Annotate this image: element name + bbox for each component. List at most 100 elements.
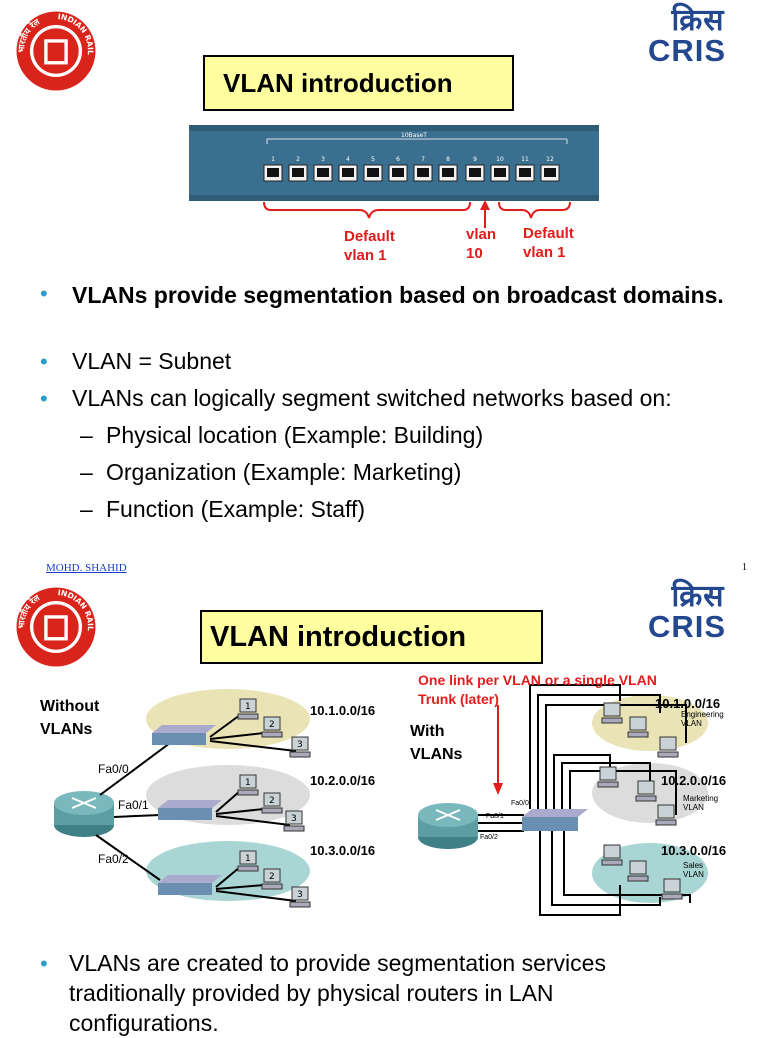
port-jack xyxy=(267,168,279,177)
sub-bullet-dash: – xyxy=(80,422,93,448)
right-iface-3: Fa0/2 xyxy=(480,834,498,841)
bullet-dot: • xyxy=(40,349,48,374)
port-label: 7 xyxy=(421,156,425,163)
slide2-title: VLAN introduction xyxy=(210,621,467,653)
author-link[interactable]: MOHD. SHAHID xyxy=(46,562,127,574)
with-label-2: VLANs xyxy=(410,746,463,763)
port-jack xyxy=(417,168,429,177)
bullet-text-1: VLANs provide segmentation based on broa… xyxy=(72,282,724,308)
pc-number: 1 xyxy=(245,778,251,788)
left-subnet-1: 10.1.0.0/16 xyxy=(310,703,376,718)
port-label: 11 xyxy=(521,156,529,163)
pc-icon: 2 xyxy=(261,792,283,814)
cris-logo: क्रिस CRIS xyxy=(648,580,748,644)
sub-bullet-3: Function (Example: Staff) xyxy=(106,496,366,522)
pc-icon: 3 xyxy=(289,736,311,758)
indian-railways-logo: भारतीय रेल INDIAN RAILWAYS xyxy=(10,2,98,98)
pc-icon xyxy=(635,780,657,802)
pc-icon xyxy=(661,878,683,900)
without-label-2: VLANs xyxy=(40,721,93,738)
cris-english: CRIS xyxy=(648,33,727,68)
pc-number: 3 xyxy=(297,890,303,900)
pc-icon: 3 xyxy=(283,810,305,832)
port-jack xyxy=(292,168,304,177)
pc-icon xyxy=(655,804,677,826)
port-label: 9 xyxy=(473,156,477,163)
port-label: 1 xyxy=(271,156,275,163)
with-label-1: With xyxy=(410,723,445,740)
port-label: 4 xyxy=(346,156,350,163)
indian-railways-logo: भारतीय रेल INDIAN RAILWAYS xyxy=(10,578,98,674)
left-iface-3: Fa0/2 xyxy=(98,852,129,866)
slide2-bullet-text: VLANs are created to provide segmentatio… xyxy=(69,950,606,1036)
right-subnet-2: 10.2.0.0/16 xyxy=(661,773,727,788)
port-label: 2 xyxy=(296,156,300,163)
pc-icon xyxy=(601,702,623,724)
switch-header: 10BaseT xyxy=(401,132,427,139)
bullet-dot: • xyxy=(40,281,48,306)
bullet-text-3: VLANs can logically segment switched net… xyxy=(72,385,672,411)
router-icon xyxy=(418,803,478,849)
bullet-dot: • xyxy=(40,951,48,976)
port-jack xyxy=(342,168,354,177)
right-subnet-1: 10.1.0.0/16 xyxy=(655,696,721,711)
pc-number: 3 xyxy=(297,740,303,750)
pc-number: 2 xyxy=(269,720,275,730)
annotation-default-left: Default vlan 1 xyxy=(344,228,395,264)
switch-icon xyxy=(158,800,222,820)
switch-icon xyxy=(152,725,216,745)
port-label: 12 xyxy=(546,156,554,163)
pc-icon: 1 xyxy=(237,774,259,796)
bullet-text-2: VLAN = Subnet xyxy=(72,348,232,374)
left-subnet-3: 10.3.0.0/16 xyxy=(310,843,376,858)
port-label: 6 xyxy=(396,156,400,163)
cris-english: CRIS xyxy=(648,609,727,644)
sub-bullet-1: Physical location (Example: Building) xyxy=(106,422,484,448)
slide2-title-box: VLAN introduction xyxy=(200,610,543,664)
cris-hindi: क्रिस xyxy=(671,580,725,613)
slide1-title-box: VLAN introduction xyxy=(203,55,514,111)
pc-icon: 3 xyxy=(289,886,311,908)
port-label: 5 xyxy=(371,156,375,163)
annotation-braces xyxy=(189,200,599,230)
pc-icon xyxy=(627,716,649,738)
switch-icon xyxy=(158,875,222,895)
annotation-default-right: Default vlan 1 xyxy=(523,225,574,261)
page-number: 1 xyxy=(742,562,747,573)
pc-icon: 2 xyxy=(261,868,283,890)
port-label: 3 xyxy=(321,156,325,163)
right-subnet-3: 10.3.0.0/16 xyxy=(661,843,727,858)
port-jack xyxy=(469,168,481,177)
port-jack xyxy=(442,168,454,177)
slide1-title: VLAN introduction xyxy=(223,68,453,98)
pc-number: 2 xyxy=(269,872,275,882)
router-icon xyxy=(54,791,114,837)
pc-number: 1 xyxy=(245,702,251,712)
without-label-1: Without xyxy=(40,698,100,715)
left-subnet-2: 10.2.0.0/16 xyxy=(310,773,376,788)
pc-icon xyxy=(657,736,679,758)
left-iface-2: Fa0/1 xyxy=(118,798,149,812)
cris-hindi: क्रिस xyxy=(671,4,725,37)
port-jack xyxy=(317,168,329,177)
port-jack xyxy=(392,168,404,177)
sub-bullet-dash: – xyxy=(80,496,93,522)
port-jack xyxy=(544,168,556,177)
sub-bullet-2: Organization (Example: Marketing) xyxy=(106,459,462,485)
port-jack xyxy=(494,168,506,177)
bullet-dot: • xyxy=(40,386,48,411)
right-iface-2: Fa0/1 xyxy=(486,813,504,820)
right-iface-1: Fa0/0 xyxy=(511,800,529,807)
port-jack xyxy=(519,168,531,177)
pc-icon: 2 xyxy=(261,716,283,738)
pc-icon: 1 xyxy=(237,698,259,720)
pc-icon xyxy=(597,766,619,788)
cris-logo: क्रिस CRIS xyxy=(648,4,748,68)
pc-icon xyxy=(627,860,649,882)
annotation-vlan10: vlan 10 xyxy=(466,226,497,262)
